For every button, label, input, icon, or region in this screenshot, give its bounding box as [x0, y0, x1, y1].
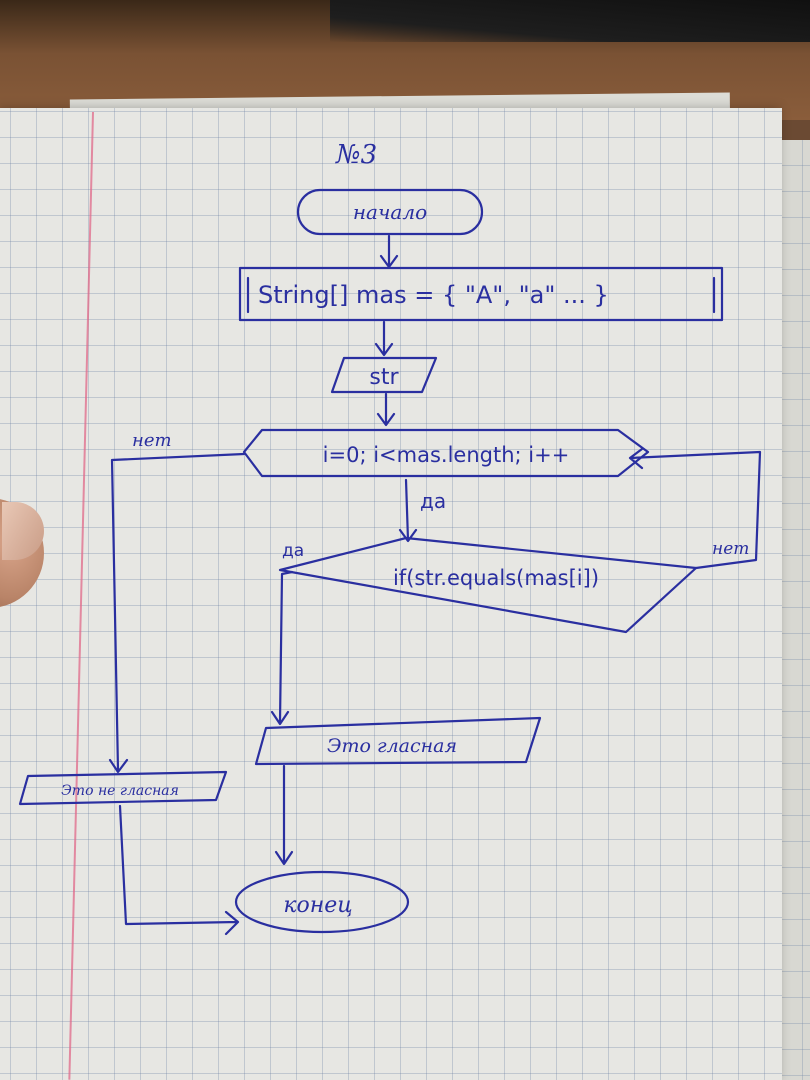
output-vowel-label: Это гласная — [327, 735, 457, 757]
arrow-input-to-loop — [376, 392, 396, 427]
end-label: конец — [283, 893, 352, 918]
declaration-label: String[] mas = { "A", "a" ... } — [258, 281, 609, 309]
output-vowel-parallelogram — [254, 716, 542, 766]
arrow-cond-yes — [270, 570, 294, 726]
loop-no-label: нет — [132, 430, 172, 451]
declaration-box-inner — [246, 276, 716, 314]
loop-hexagon — [242, 428, 650, 478]
input-label: str — [369, 365, 399, 390]
arrow-loop-yes — [398, 478, 418, 543]
cond-yes-label: да — [282, 541, 304, 561]
output-not-vowel-parallelogram — [18, 770, 228, 806]
declaration-box — [238, 266, 724, 322]
loop-yes-label: да — [420, 489, 446, 513]
arrow-cond-no — [628, 447, 762, 570]
arrow-not-vowel-to-end — [118, 804, 240, 936]
output-not-vowel-label: Это не гласная — [61, 783, 179, 799]
arrow-vowel-to-end — [274, 764, 294, 866]
loop-label: i=0; i<mas.length; i++ — [323, 443, 570, 467]
start-terminator — [296, 188, 484, 236]
heading: №3 — [335, 140, 377, 170]
start-label: начало — [353, 200, 427, 224]
condition-label: if(str.equals(mas[i]) — [393, 566, 599, 590]
arrow-declaration-to-input — [374, 320, 394, 357]
cond-no-label: нет — [712, 539, 749, 559]
end-terminator — [234, 870, 410, 934]
arrow-start-to-declaration — [379, 234, 399, 269]
arrow-loop-no — [108, 452, 246, 774]
background-object — [330, 0, 810, 42]
input-parallelogram — [330, 356, 438, 394]
notebook-page — [0, 108, 782, 1080]
condition-diamond — [278, 536, 698, 634]
